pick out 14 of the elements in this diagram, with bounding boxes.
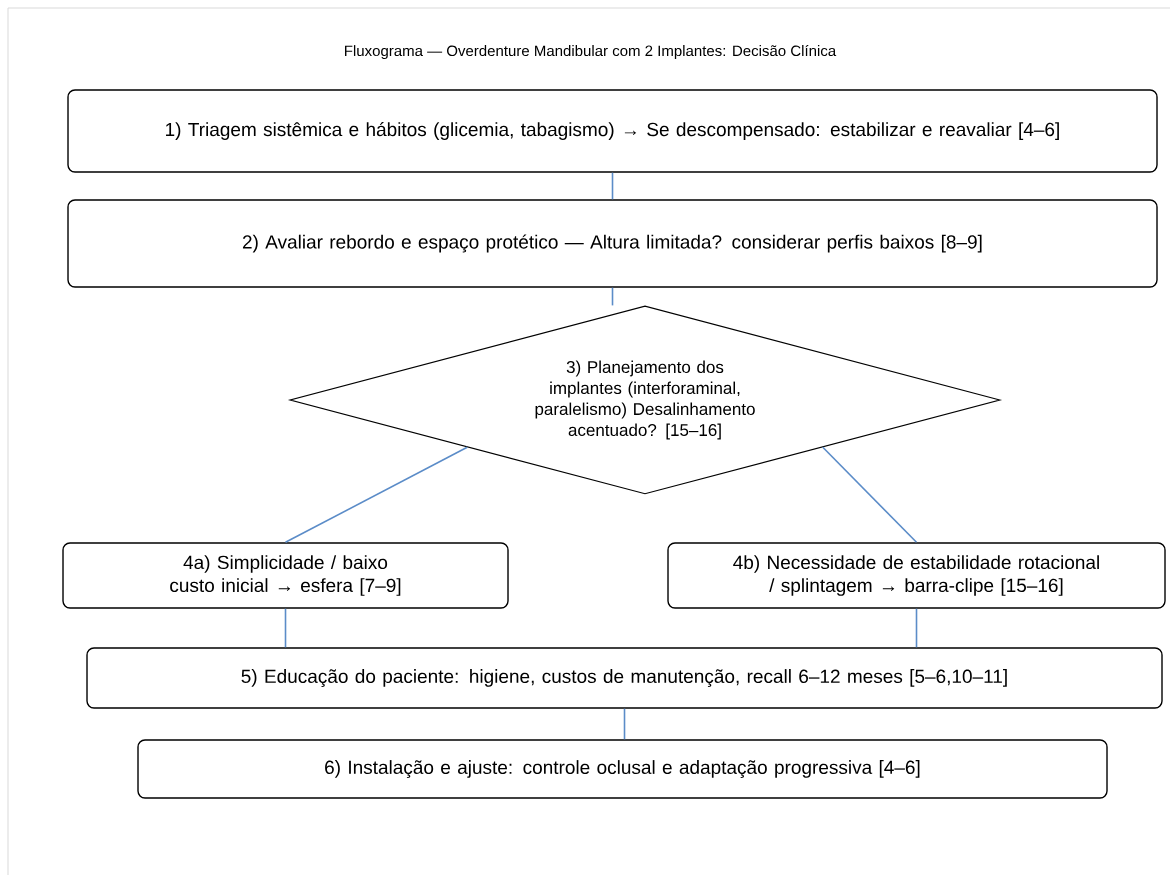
connector-line [611, 286, 614, 307]
connector-line [623, 707, 626, 741]
process-box: 5) Educação do paciente: higiene, custos de manutenção, recall 6–12 meses [5–6,10–11] [86, 647, 1163, 709]
connector-line [284, 446, 468, 544]
title: Fluxograma — Overdenture Mandibular com 2 Implantes: Decisão Clínica [345, 44, 837, 60]
process-box: 4b) Necessidade de estabilidade rotacional / splintagem → barra-clipe [15–16] [667, 542, 1166, 609]
connector-line [822, 446, 918, 544]
process-box: 2) Avaliar rebordo e espaço protético — Altura limitada? considerar perfis baixos [8–9] [67, 199, 1158, 288]
process-box: 1) Triagem sistêmica e hábitos (glicemia, tabagismo) → Se descompensado: estabilizar e reavaliar [4–6] [67, 89, 1158, 173]
process-box: 4a) Simplicidade / baixo custo inicial → esfera [7–9] [62, 542, 509, 609]
connector-line [915, 607, 918, 649]
process-box: 6) Instalação e ajuste: controle oclusal e adaptação progressiva [4–6] [137, 739, 1108, 799]
connector-line [284, 607, 287, 649]
connector-line [611, 171, 614, 201]
